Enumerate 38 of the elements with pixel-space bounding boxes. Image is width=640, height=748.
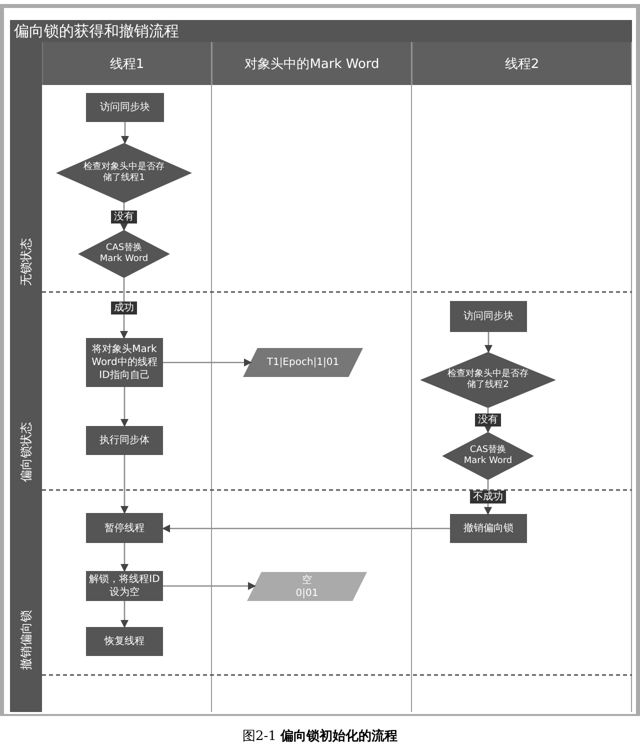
process-box: 执行同步体	[86, 426, 163, 455]
process-box: 访问同步块	[86, 93, 164, 122]
phase-label: 撤销偏向锁	[19, 610, 33, 670]
arrow	[120, 601, 128, 628]
data-parallelogram: 空 0|01	[247, 572, 367, 601]
process-box: 恢复线程	[86, 627, 163, 656]
decision-diamond: 检查对象头中是否存储了线程1	[56, 143, 192, 203]
chart-title: 偏向锁的获得和撤销流程	[10, 20, 632, 42]
edge-label: 没有	[475, 414, 501, 426]
swimlane	[412, 42, 632, 712]
edge-label: 成功	[111, 302, 137, 314]
arrow	[120, 455, 128, 514]
decision-diamond: 检查对象头中是否存储了线程2	[420, 352, 556, 408]
lane-header: 线程1	[42, 42, 211, 85]
phase-label: 无锁状态	[19, 238, 33, 286]
figure-caption: 图2-1 偏向锁初始化的流程	[241, 728, 399, 745]
arrow	[163, 582, 256, 590]
process-box: 访问同步块	[450, 301, 527, 332]
phase-label: 偏向锁状态	[19, 422, 33, 482]
arrow	[163, 358, 252, 366]
edge-label: 没有	[111, 210, 137, 223]
arrow	[162, 524, 450, 532]
swimlane	[42, 42, 212, 712]
arrow	[121, 122, 129, 144]
decision-diamond: CAS替换Mark Word	[78, 230, 170, 278]
process-box: 解锁，将线程ID设为空	[86, 571, 163, 601]
process-box: 撤销偏向锁	[450, 514, 527, 543]
lane-header: 线程2	[412, 42, 631, 85]
data-parallelogram: T1|Epoch|1|01	[243, 348, 363, 377]
decision-diamond: CAS替换Mark Word	[442, 432, 534, 480]
edge-label: 不成功	[470, 490, 506, 504]
arrow	[484, 332, 492, 353]
process-box: 将对象头Mark Word中的线程ID指向自己	[86, 338, 163, 387]
lane-header: 对象头中的Mark Word	[212, 42, 411, 85]
arrow	[120, 387, 128, 427]
arrow	[120, 543, 128, 572]
process-box: 暂停线程	[86, 513, 163, 543]
swimlane	[212, 42, 412, 712]
